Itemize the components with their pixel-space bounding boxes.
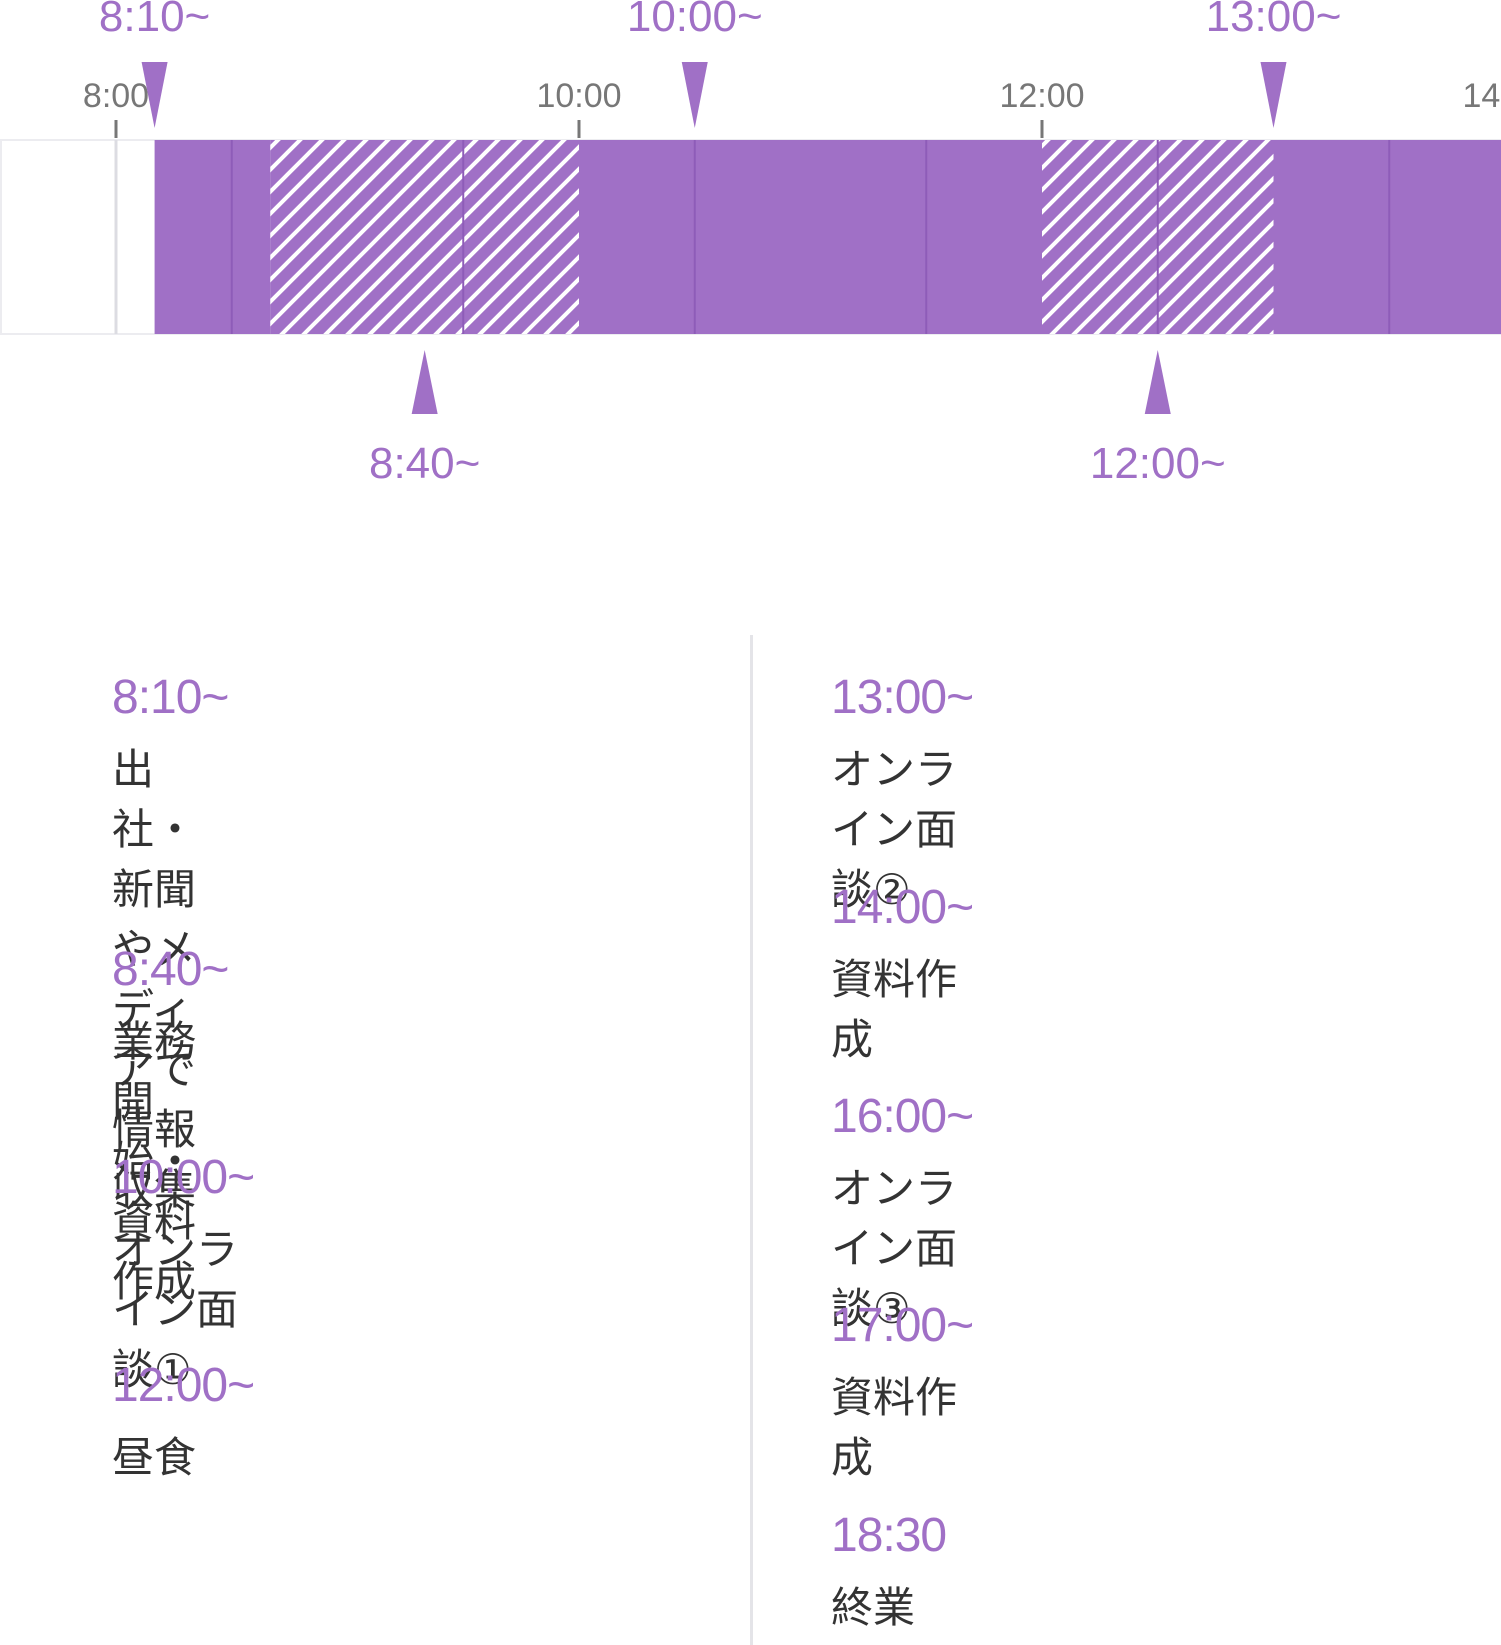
hour-tick-label: 14:00 bbox=[1462, 77, 1501, 115]
entry-description: オンライン面談③ bbox=[831, 1164, 958, 1333]
entry-description: オンライン面談② bbox=[831, 745, 958, 914]
entry-description: 出社・新聞やメディアで情報収集 bbox=[112, 745, 197, 1214]
schedule-entry: 12:00~ 昼食 bbox=[112, 1359, 255, 1488]
schedule-entry: 13:00~ オンライン面談② bbox=[831, 671, 974, 920]
hour-tick-label: 10:00 bbox=[536, 77, 621, 115]
top-marker-label: 10:00~ bbox=[627, 0, 763, 41]
column-divider bbox=[750, 635, 753, 1645]
schedule-entry: 10:00~ オンライン面談① bbox=[112, 1151, 255, 1400]
top-marker-label: 13:00~ bbox=[1206, 0, 1342, 41]
entry-time: 12:00~ bbox=[112, 1359, 255, 1412]
timeline-segment-hatched bbox=[270, 140, 579, 334]
bottom-marker-arrow bbox=[1144, 350, 1171, 414]
entry-time: 17:00~ bbox=[831, 1299, 974, 1352]
schedule-entry: 17:00~ 資料作成 bbox=[831, 1299, 974, 1488]
schedule-entry: 16:00~ オンライン面談③ bbox=[831, 1090, 974, 1339]
entry-description: 資料作成 bbox=[831, 1373, 958, 1482]
entry-time: 8:10~ bbox=[112, 671, 229, 724]
entry-time: 18:30 bbox=[831, 1509, 947, 1562]
entry-description: 業務開始・資料作成 bbox=[112, 1017, 197, 1306]
entry-time: 13:00~ bbox=[831, 671, 974, 724]
timeline-segment-solid bbox=[154, 140, 271, 334]
schedule-entry: 8:40~ 業務開始・資料作成 bbox=[112, 943, 229, 1312]
entry-time: 16:00~ bbox=[831, 1090, 974, 1143]
entry-description: 昼食 bbox=[112, 1433, 197, 1482]
entry-description: 終業 bbox=[831, 1583, 916, 1632]
schedule-entry: 8:10~ 出社・新聞やメディアで情報収集 bbox=[112, 671, 229, 1220]
timeline-segment-solid bbox=[1273, 140, 1501, 334]
top-marker-label: 8:10~ bbox=[99, 0, 210, 41]
top-marker-arrow bbox=[141, 62, 168, 128]
bottom-marker-label: 12:00~ bbox=[1090, 439, 1226, 480]
bottom-marker-arrow bbox=[411, 350, 438, 414]
top-marker-arrow bbox=[1260, 62, 1287, 128]
entry-description: オンライン面談① bbox=[112, 1225, 239, 1394]
entry-time: 10:00~ bbox=[112, 1151, 255, 1204]
entry-time: 8:40~ bbox=[112, 943, 229, 996]
hour-tick-label: 12:00 bbox=[999, 77, 1084, 115]
schedule-entry: 18:30 終業 bbox=[831, 1509, 947, 1638]
timeline-segment-solid bbox=[579, 140, 1042, 334]
schedule-entry: 14:00~ 資料作成 bbox=[831, 881, 974, 1070]
hour-tick-label: 8:00 bbox=[83, 77, 149, 115]
entry-time: 14:00~ bbox=[831, 881, 974, 934]
bottom-marker-label: 8:40~ bbox=[369, 439, 480, 480]
top-marker-arrow bbox=[681, 62, 708, 128]
entry-description: 資料作成 bbox=[831, 955, 958, 1064]
